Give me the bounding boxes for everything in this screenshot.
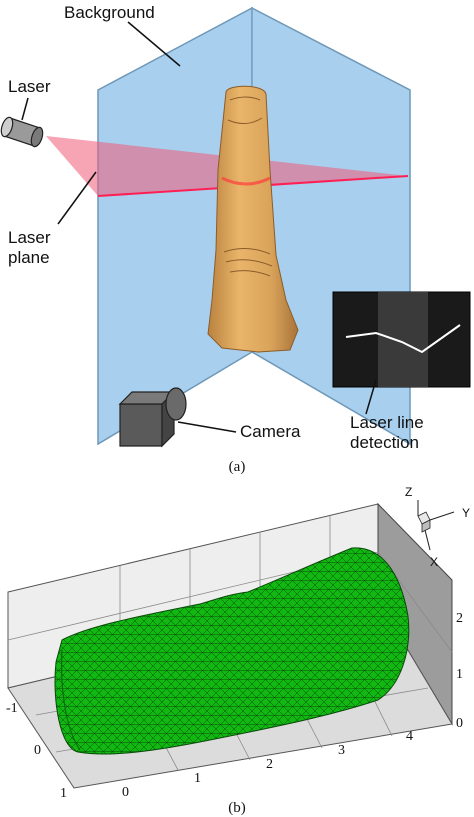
tick-right-0: 2: [456, 611, 463, 626]
caption-a: (a): [229, 459, 246, 475]
caption-b: (b): [228, 800, 246, 816]
axis-x-label: X: [430, 555, 438, 569]
camera: [118, 387, 187, 448]
finger-wrinkles: [223, 248, 273, 277]
ticks-right: 2 1 0: [456, 611, 463, 731]
label-detection-line2: detection: [350, 433, 419, 452]
laser-line-detection-inset: [332, 291, 471, 388]
tick-bottom-4: 4: [406, 729, 413, 744]
finger-nail-edge: [229, 96, 261, 101]
leader-laser-plane: [57, 171, 97, 225]
laser-device: [0, 116, 44, 148]
leader-laser: [21, 97, 29, 121]
label-laser-plane-line1: Laser: [8, 228, 51, 247]
tick-bottom-1: 1: [194, 771, 201, 786]
tick-bottom-0: 0: [122, 785, 129, 800]
finger: [207, 85, 299, 353]
ticks-bottom: 0 1 2 3 4: [122, 729, 413, 800]
leader-camera: [177, 421, 237, 433]
panel-a: Background Laser Laser plane Camera Lase…: [0, 3, 471, 475]
tick-left-0: -1: [6, 701, 18, 716]
mesh-finger-tip-edge: [61, 649, 81, 751]
tick-bottom-3: 3: [338, 743, 345, 758]
label-laser: Laser: [8, 77, 51, 96]
finger-laser-stripe: [221, 176, 271, 186]
leader-background: [127, 21, 181, 67]
panel-b: Z Y X -1 0 1 0 1 2 3 4 2 1 0 (b): [6, 485, 470, 816]
tick-right-1: 1: [456, 667, 463, 682]
axis-triad: Z Y X: [405, 485, 470, 569]
finger-nail: [227, 117, 263, 124]
label-laser-plane-line2: plane: [8, 248, 50, 267]
label-detection-line1: Laser line: [350, 413, 424, 432]
leader-detection: [365, 379, 377, 415]
axis-y-label: Y: [462, 506, 470, 520]
tick-left-2: 1: [60, 786, 67, 801]
ticks-left: -1 0 1: [6, 701, 67, 801]
mesh-finger: [54, 547, 410, 755]
tick-bottom-2: 2: [266, 757, 273, 772]
axis-z-label: Z: [405, 485, 412, 499]
tick-left-1: 0: [34, 743, 41, 758]
label-background: Background: [64, 3, 155, 22]
label-camera: Camera: [240, 422, 301, 441]
tick-right-2: 0: [456, 716, 463, 731]
